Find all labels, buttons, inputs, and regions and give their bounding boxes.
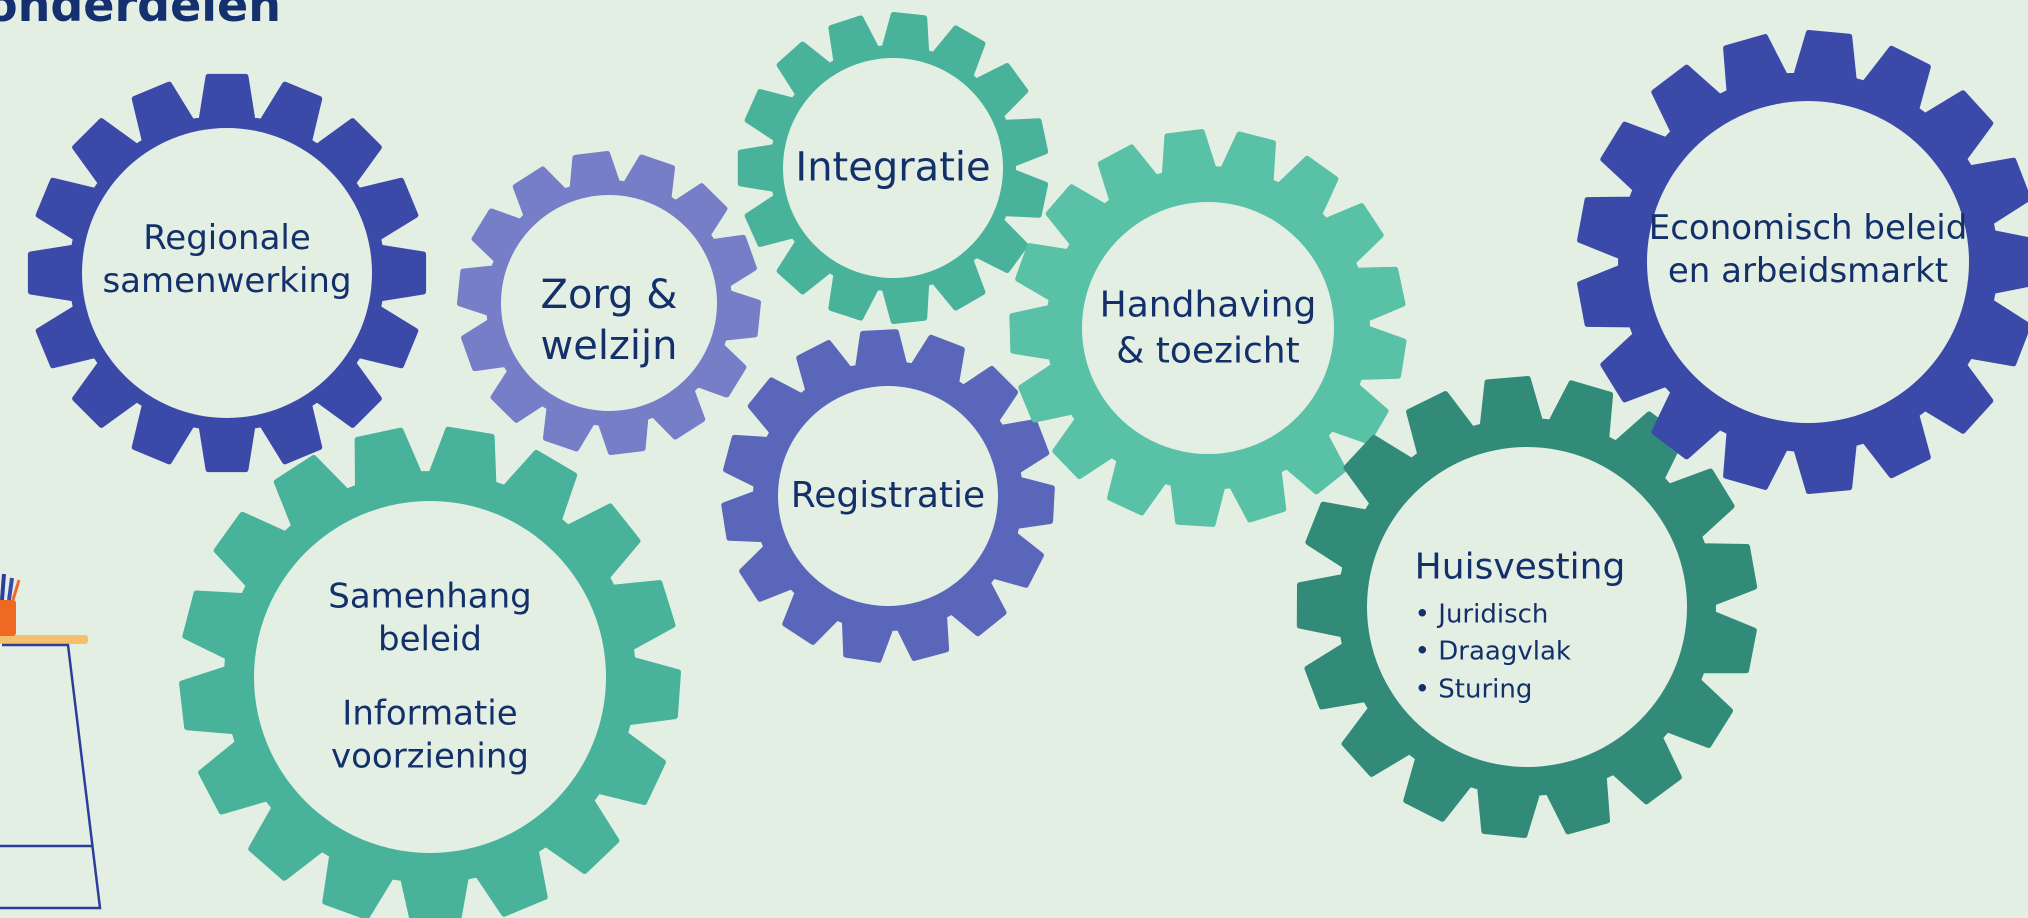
gear-zorg: [457, 151, 761, 455]
gear-label-integratie: Integratie: [795, 143, 990, 194]
gear-hole: [1082, 202, 1334, 454]
gear-text: beleid: [378, 619, 482, 660]
gear-hole: [501, 195, 717, 411]
gear-registratie: [721, 329, 1055, 663]
pencil-pot: [0, 600, 16, 636]
gear-label-registratie: Registratie: [791, 473, 985, 519]
gear-text: Economisch beleid: [1648, 207, 1968, 248]
pencil: [0, 573, 6, 601]
gear-text: samenwerking: [102, 261, 352, 301]
gear-samenhang: [179, 426, 681, 918]
page-title: onderdelen: [0, 0, 282, 32]
gear-text: Samenhang: [328, 576, 532, 617]
bullet-item: Sturing: [1415, 672, 1626, 710]
stand-frame: [0, 643, 102, 910]
gear-text: Zorg &: [540, 272, 678, 319]
gear-hole: [82, 128, 372, 418]
gear-label-economisch: Economisch beleid en arbeidsmarkt: [1649, 207, 1968, 293]
gear-hole: [1647, 101, 1969, 423]
gear-text: welzijn: [540, 323, 678, 369]
gear-handhaving: [1009, 129, 1407, 527]
stand-illustration: [0, 573, 102, 910]
gear-layer: [27, 12, 2028, 918]
gear-text: Integratie: [795, 144, 991, 191]
huisvesting-bullets: Juridisch Draagvlak Sturing: [1415, 596, 1626, 709]
gear-text: Huisvesting: [1414, 546, 1626, 588]
gear-text: Informatie: [342, 693, 518, 734]
gear-integratie: [737, 12, 1049, 324]
gear-text: Handhaving: [1099, 284, 1317, 326]
gear-label-samenhang: Samenhang beleid Informatie voorziening: [328, 575, 532, 778]
bullet-item: Juridisch: [1415, 596, 1626, 634]
gear-text: & toezicht: [1116, 330, 1300, 371]
gear-text: voorziening: [330, 736, 530, 777]
gear-hole: [778, 386, 998, 606]
gear-hole: [783, 58, 1003, 278]
gear-label-regionale: Regionale samenwerking: [102, 217, 351, 303]
gear-text: Registratie: [790, 475, 986, 517]
gear-regionale: [27, 73, 427, 473]
gear-text: Regionale: [143, 217, 311, 258]
desk-top: [0, 635, 88, 644]
gear-text: en arbeidsmarkt: [1667, 251, 1949, 291]
pencil: [11, 579, 21, 601]
pencil: [7, 577, 14, 601]
gear-label-handhaving: Handhaving & toezicht: [1100, 282, 1317, 373]
bullet-item: Draagvlak: [1415, 634, 1626, 672]
gear-hole: [254, 501, 606, 853]
gear-economisch: [1577, 30, 2028, 494]
gear-label-huisvesting: Huisvesting Juridisch Draagvlak Sturing: [1415, 545, 1626, 710]
gear-label-zorg: Zorg & welzijn: [540, 270, 677, 372]
